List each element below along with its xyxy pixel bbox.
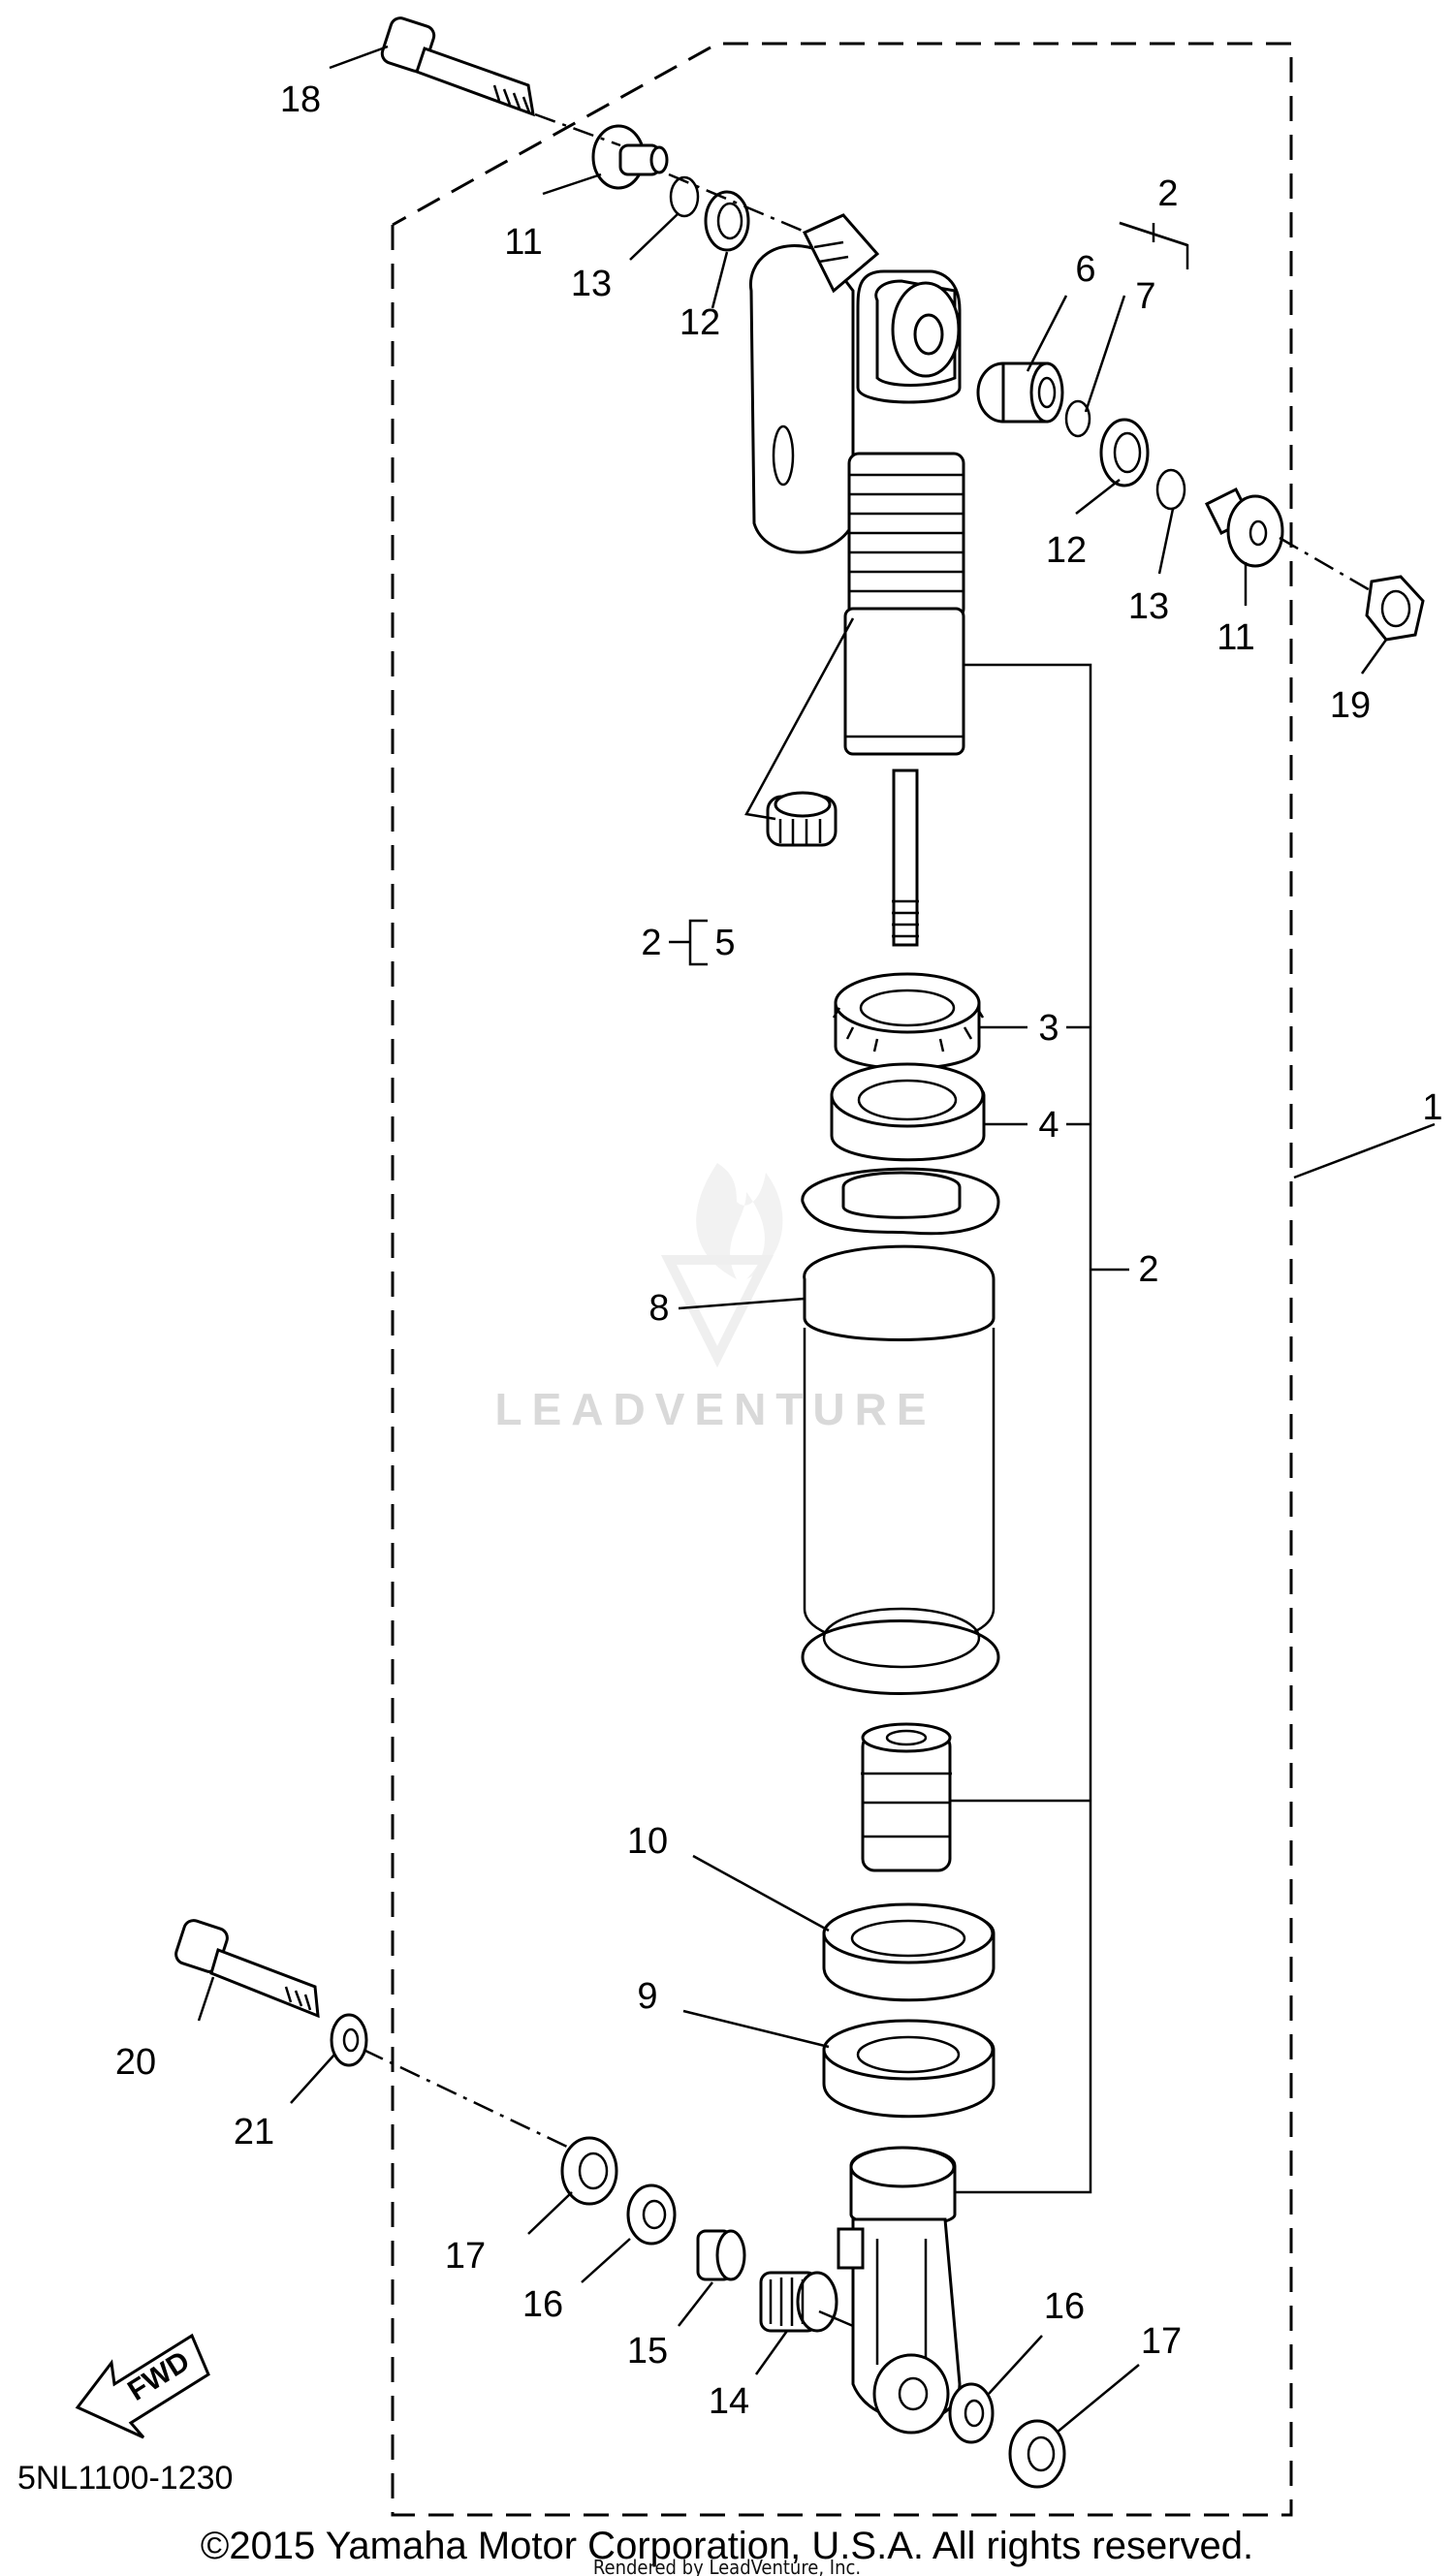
shock-lower-eye (837, 2146, 962, 2435)
bearing-14 (759, 2271, 838, 2333)
watermark-logo (660, 1163, 783, 1368)
rendered-by-notice: Rendered by LeadVenture, Inc. (593, 2556, 861, 2576)
bushing-15 (696, 2229, 746, 2281)
callout-7: 7 (1135, 276, 1155, 317)
copyright-notice: ©2015 Yamaha Motor Corporation, U.S.A. A… (201, 2525, 1253, 2567)
callout-18: 18 (280, 79, 321, 120)
bearing-12-right (1099, 418, 1150, 487)
callout-13-left: 13 (571, 264, 612, 304)
bushing-6 (976, 361, 1064, 424)
bump-stop (861, 1722, 952, 1872)
callout-17-left: 17 (445, 2236, 486, 2277)
spring-guide-10 (822, 1902, 996, 2002)
shock-spring-seat-upper (847, 452, 965, 620)
callout-19: 19 (1330, 685, 1371, 726)
callout-20: 20 (115, 2042, 156, 2083)
nut-19 (1365, 575, 1425, 642)
spring-seat-9 (822, 2019, 996, 2119)
axis-bearing (818, 2309, 854, 2328)
valve-5 (766, 791, 838, 847)
o-ring-13-right (1155, 468, 1186, 511)
callout-3: 3 (1038, 1008, 1059, 1049)
ring-nut-4 (830, 1062, 986, 1162)
watermark-text: LEADVENTURE (494, 1384, 935, 1434)
collar-11-right (1204, 487, 1284, 568)
callout-5: 5 (714, 923, 735, 963)
leader-lines (197, 45, 1436, 2434)
callout-17-right: 17 (1141, 2321, 1182, 2362)
axis-top-right (1279, 536, 1373, 593)
callout-6: 6 (1075, 249, 1095, 290)
fwd-arrow-icon: FWD (75, 2333, 210, 2439)
shock-upper-eye (856, 269, 962, 404)
callout-12-left: 12 (680, 302, 720, 343)
assembly-2-bracket (950, 663, 1092, 2194)
callout-4: 4 (1038, 1105, 1059, 1146)
assembly-boundary (391, 42, 1293, 2517)
spring-8 (801, 1167, 1000, 1695)
callouts: 1 2 6 7 12 13 11 19 18 11 13 12 2 5 3 4 … (115, 79, 1443, 2422)
callout-12-right: 12 (1046, 530, 1087, 571)
shock-body (843, 607, 965, 947)
shock-reservoir (748, 213, 880, 554)
diagram-code: 5NL1100-1230 (17, 2460, 233, 2497)
callout-14: 14 (709, 2381, 749, 2422)
axis-lower-left (363, 2048, 568, 2149)
callout-16-right: 16 (1044, 2286, 1085, 2327)
callout-2-mid: 2 (1138, 1249, 1158, 1290)
collar-11-left (591, 124, 669, 190)
callout-11-right: 11 (1217, 617, 1254, 658)
callout-10: 10 (627, 1821, 668, 1862)
bolt-18 (380, 16, 535, 117)
collar-16-right (948, 2382, 995, 2444)
ring-nut-3 (832, 972, 985, 1070)
o-ring-13-left (669, 175, 700, 218)
dust-seal-17-right (1008, 2419, 1066, 2489)
collar-16-left (626, 2183, 677, 2246)
callout-8: 8 (648, 1288, 669, 1329)
callout-21: 21 (234, 2112, 274, 2152)
callout-2-bracket: 2 (641, 923, 661, 963)
bolt-20 (174, 1919, 320, 2019)
bearing-12-left (704, 190, 750, 252)
callout-2-top: 2 (1157, 173, 1178, 214)
callout-11-left: 11 (504, 222, 542, 263)
callout-1: 1 (1422, 1087, 1442, 1128)
callout-9: 9 (637, 1976, 657, 2017)
dust-seal-17-left (560, 2136, 618, 2206)
washer-21 (330, 2013, 368, 2067)
callout-13-right: 13 (1128, 586, 1169, 627)
callout-16-left: 16 (522, 2284, 563, 2325)
callout-15: 15 (627, 2331, 668, 2372)
circlip-7 (1064, 399, 1091, 438)
